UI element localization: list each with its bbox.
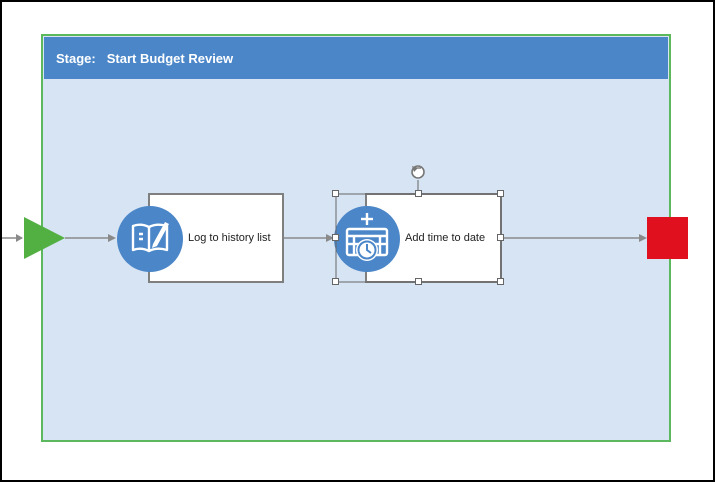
incoming-arrowhead [16, 234, 23, 242]
selection-outline [335, 193, 502, 283]
stage-header[interactable]: Stage: Start Budget Review [44, 37, 668, 79]
action-label: Log to history list [188, 232, 271, 244]
arrowhead-action1 [108, 234, 116, 242]
resize-handle-se[interactable] [497, 278, 504, 285]
resize-handle-e[interactable] [497, 234, 504, 241]
arrowhead-end [639, 234, 647, 242]
action-label: Add time to date [405, 232, 486, 244]
stage-label: Stage: [56, 50, 96, 66]
resize-handle-sw[interactable] [332, 278, 339, 285]
start-icon[interactable] [24, 217, 65, 259]
rotate-handle-icon[interactable] [411, 165, 425, 179]
resize-handle-s[interactable] [415, 278, 422, 285]
notebook-pen-icon [117, 206, 183, 272]
stage-title: Start Budget Review [106, 50, 234, 66]
end-icon[interactable] [647, 217, 688, 259]
resize-handle-w[interactable] [332, 234, 339, 241]
resize-handle-n[interactable] [415, 190, 422, 197]
calendar-clock-icon [334, 206, 400, 272]
resize-handle-nw[interactable] [332, 190, 339, 197]
resize-handle-ne[interactable] [497, 190, 504, 197]
arrowhead-action2 [326, 234, 334, 242]
